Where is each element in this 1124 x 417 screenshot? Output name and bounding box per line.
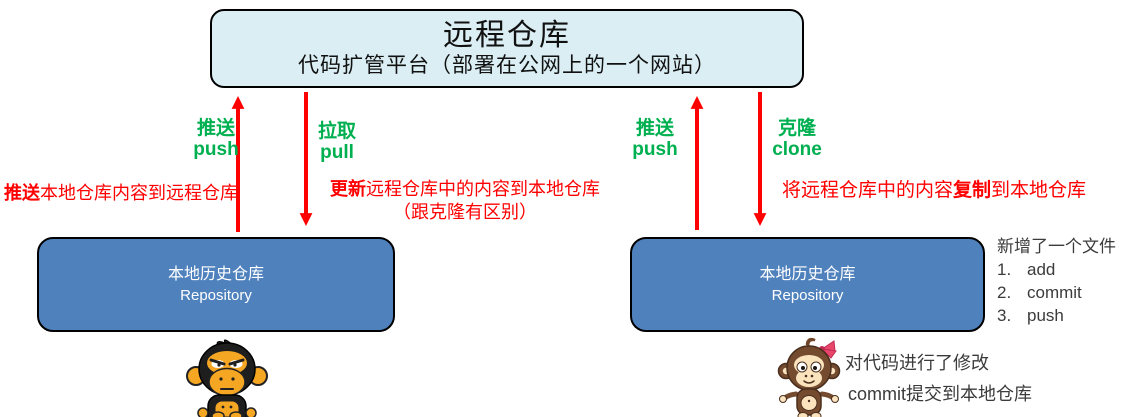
local-repo-box-right: 本地历史仓库 Repository [630, 237, 985, 332]
remote-repo-title: 远程仓库 [443, 18, 571, 52]
clone-label: 克隆 clone [768, 118, 826, 160]
commit-local-note: commit提交到本地仓库 [848, 384, 1032, 404]
list-item-label: add [1027, 260, 1056, 279]
clone-label-en: clone [772, 139, 822, 160]
pull-label-zh: 拉取 [317, 121, 356, 142]
local-repo-box-left: 本地历史仓库 Repository [37, 237, 395, 332]
clone-note: 将远程仓库中的内容复制到本地仓库 [782, 179, 1086, 202]
push-note-rest: 本地仓库内容到远程仓库 [40, 183, 238, 203]
pull-note: 更新远程仓库中的内容到本地仓库 （跟克隆有区别） [325, 178, 605, 224]
list-item: 2. commit [997, 281, 1124, 304]
pull-note-rest: 远程仓库中的内容到本地仓库 [366, 179, 600, 199]
local-repo-right-subtitle: Repository [771, 286, 844, 304]
clone-note-pre: 将远程仓库中的内容 [782, 180, 954, 201]
happy-monkey-illustration [777, 337, 841, 417]
push-note-bold: 推送 [4, 183, 40, 203]
list-item-number: 1. [997, 260, 1012, 279]
push-left-label-en: push [193, 139, 239, 160]
push-right-label: 推送 push [625, 118, 685, 160]
clone-note-bold: 复制 [953, 180, 992, 201]
pull-label: 拉取 pull [312, 121, 362, 163]
pull-note-line2: （跟克隆有区别） [393, 202, 537, 222]
new-file-steps-title: 新增了一个文件 [997, 237, 1116, 256]
new-file-steps: 新增了一个文件 1. add 2. commit 3. push [997, 235, 1124, 327]
local-repo-left-subtitle: Repository [180, 286, 252, 304]
pull-note-bold: 更新 [330, 179, 366, 199]
list-item-label: push [1027, 306, 1064, 325]
clone-note-post: 到本地仓库 [991, 180, 1087, 201]
local-repo-left-title: 本地历史仓库 [167, 265, 264, 283]
push-right-label-en: push [632, 139, 678, 160]
list-item: 3. push [997, 304, 1124, 327]
push-right-label-zh: 推送 [635, 118, 674, 139]
list-item-label: commit [1027, 283, 1082, 302]
modified-code-note: 对代码进行了修改 [845, 353, 989, 373]
list-item-number: 3. [997, 306, 1012, 325]
push-note: 推送本地仓库内容到远程仓库 [4, 182, 238, 205]
list-item-number: 2. [997, 283, 1012, 302]
push-left-label-zh: 推送 [196, 118, 235, 139]
pull-label-en: pull [320, 142, 354, 163]
push-left-label: 推送 push [185, 118, 247, 160]
pull-note-line1: 更新远程仓库中的内容到本地仓库 [325, 178, 605, 201]
remote-repo-box: 远程仓库 代码扩管平台（部署在公网上的一个网站） [210, 9, 804, 88]
local-repo-right-title: 本地历史仓库 [759, 265, 856, 283]
remote-repo-subtitle: 代码扩管平台（部署在公网上的一个网站） [298, 53, 716, 77]
list-item: 1. add [997, 258, 1124, 281]
angry-monkey-illustration [186, 339, 268, 417]
clone-label-zh: 克隆 [777, 118, 816, 139]
